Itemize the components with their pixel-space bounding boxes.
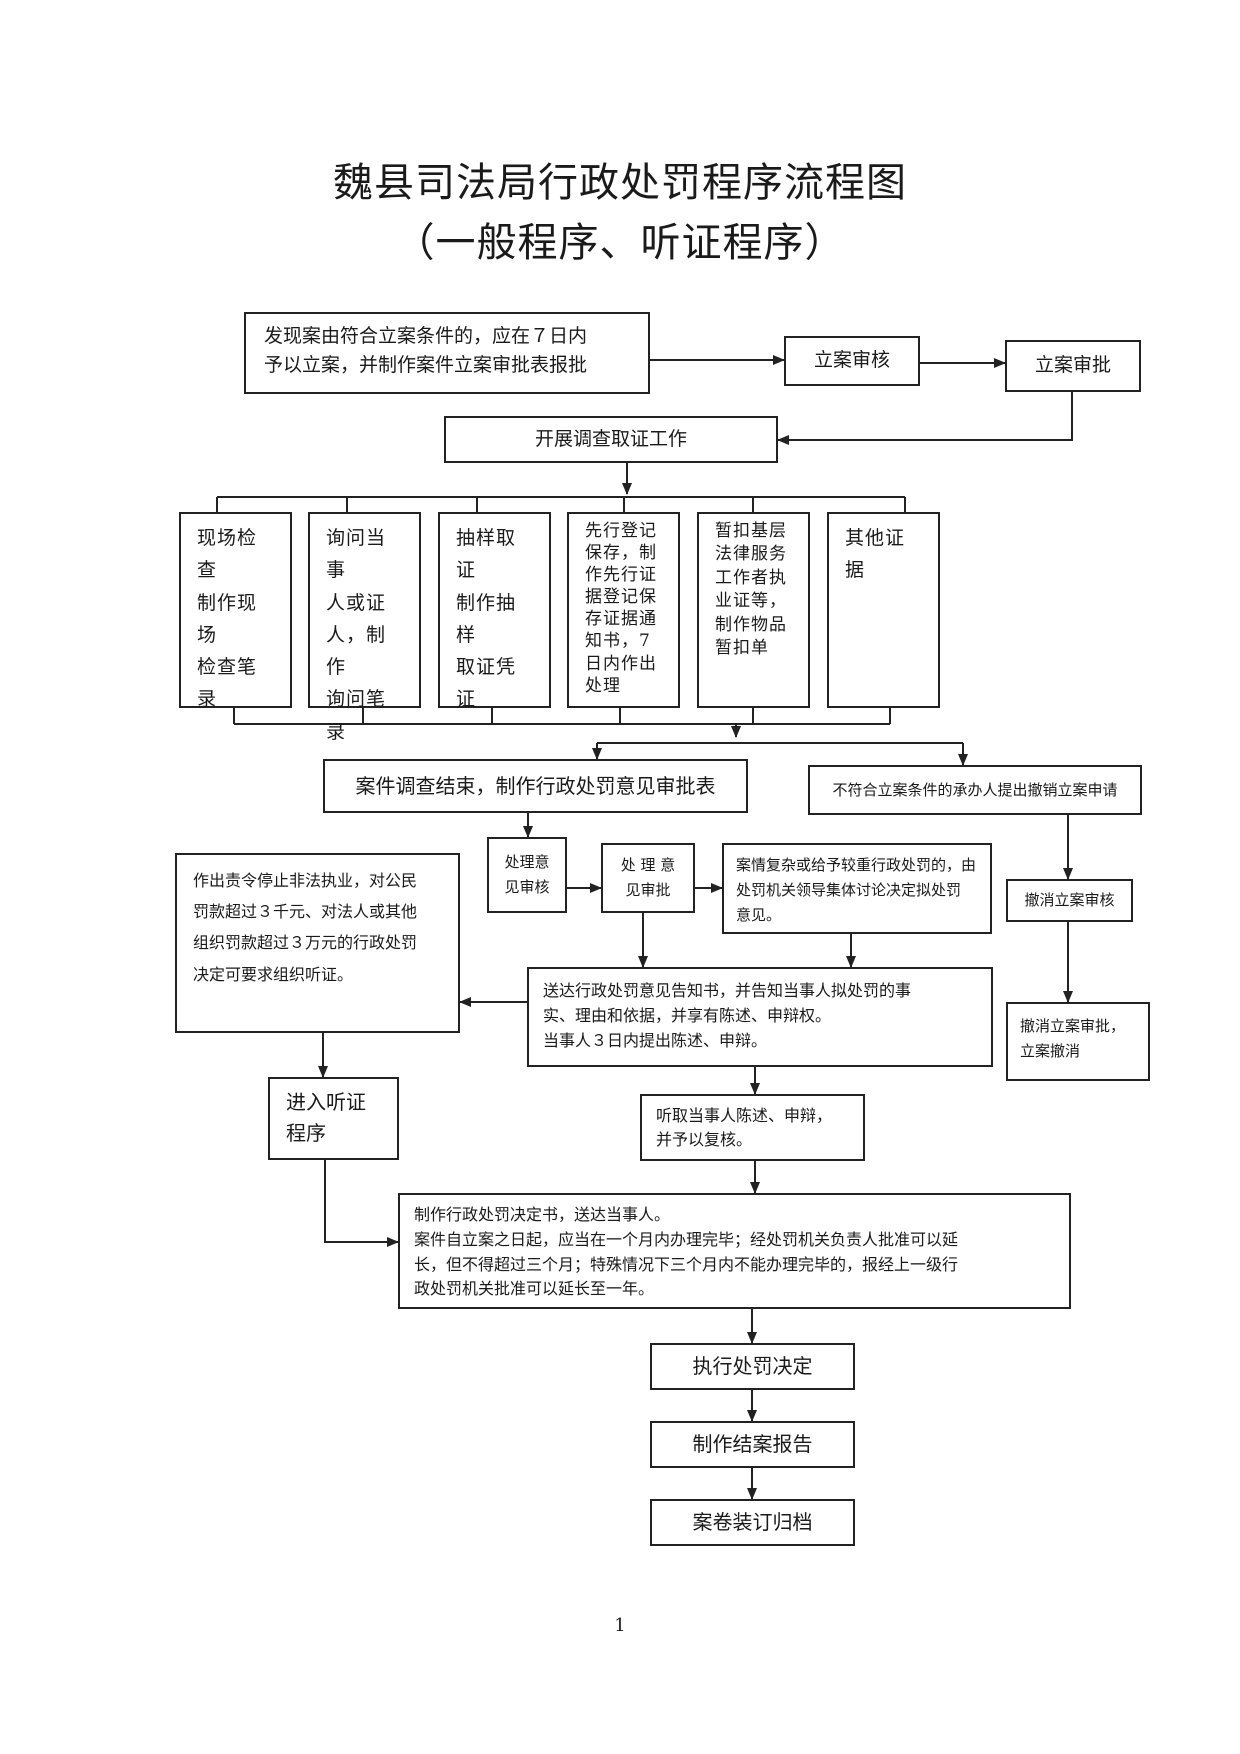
complex-case-box: 案情复杂或给予较重行政处罚的，由 处罚机关领导集体讨论决定拟处罚 意见。 — [722, 843, 992, 934]
evidence-box-site-inspection: 现场检查 制作现场 检查笔录 — [179, 512, 292, 710]
archive-box: 案卷装订归档 — [650, 1499, 855, 1546]
notification-box: 送达行政处罚意见告知书，并告知当事人拟处罚的事 实、理由和依据，并享有陈述、申辩… — [527, 967, 993, 1067]
hearing-condition-box: 作出责令停止非法执业，对公民 罚款超过３千元、对法人或其他 组织罚款超过３万元的… — [175, 853, 460, 1033]
page-number: 1 — [614, 1615, 626, 1636]
opinion-approval-box: 处 理 意 见审批 — [601, 843, 695, 913]
execute-penalty-box: 执行处罚决定 — [650, 1343, 855, 1390]
evidence-box-other: 其他证据 — [827, 512, 940, 708]
case-review-box: 立案审核 — [784, 336, 920, 386]
closing-report-box: 制作结案报告 — [650, 1421, 855, 1468]
discover-case-box: 发现案由符合立案条件的，应在７日内 予以立案，并制作案件立案审批表报批 — [244, 312, 650, 394]
revoke-review-box: 撤消立案审核 — [1006, 879, 1133, 922]
opinion-review-box: 处理意 见审核 — [487, 837, 567, 913]
investigation-end-box: 案件调查结束，制作行政处罚意见审批表 — [323, 759, 748, 813]
revoke-request-box: 不符合立案条件的承办人提出撤销立案申请 — [808, 765, 1142, 815]
hearing-procedure-box: 进入听证 程序 — [268, 1077, 399, 1160]
evidence-box-preservation: 先行登记 保存，制 作先行证 据登记保 存证据通 知书，7 日内作出 处理 — [567, 512, 680, 708]
investigation-box: 开展调查取证工作 — [444, 416, 778, 463]
evidence-box-sampling: 抽样取证 制作抽样 取证凭证 — [438, 512, 551, 710]
page-title: 魏县司法局行政处罚程序流程图 — [333, 160, 907, 206]
statement-review-box: 听取当事人陈述、申辩， 并予以复核。 — [640, 1094, 865, 1161]
revoke-approval-box: 撤消立案审批， 立案撤消 — [1006, 1002, 1150, 1081]
evidence-box-inquiry: 询问当事 人或证 人，制作 询问笔录 — [308, 512, 421, 743]
page-subtitle: （一般程序、听证程序） — [394, 220, 846, 266]
case-approval-box: 立案审批 — [1005, 340, 1141, 392]
evidence-box-seizure: 暂扣基层 法律服务 工作者执 业证等， 制作物品 暂扣单 — [697, 512, 810, 708]
decision-box: 制作行政处罚决定书，送达当事人。 案件自立案之日起，应当在一个月内办理完毕；经处… — [398, 1193, 1071, 1309]
